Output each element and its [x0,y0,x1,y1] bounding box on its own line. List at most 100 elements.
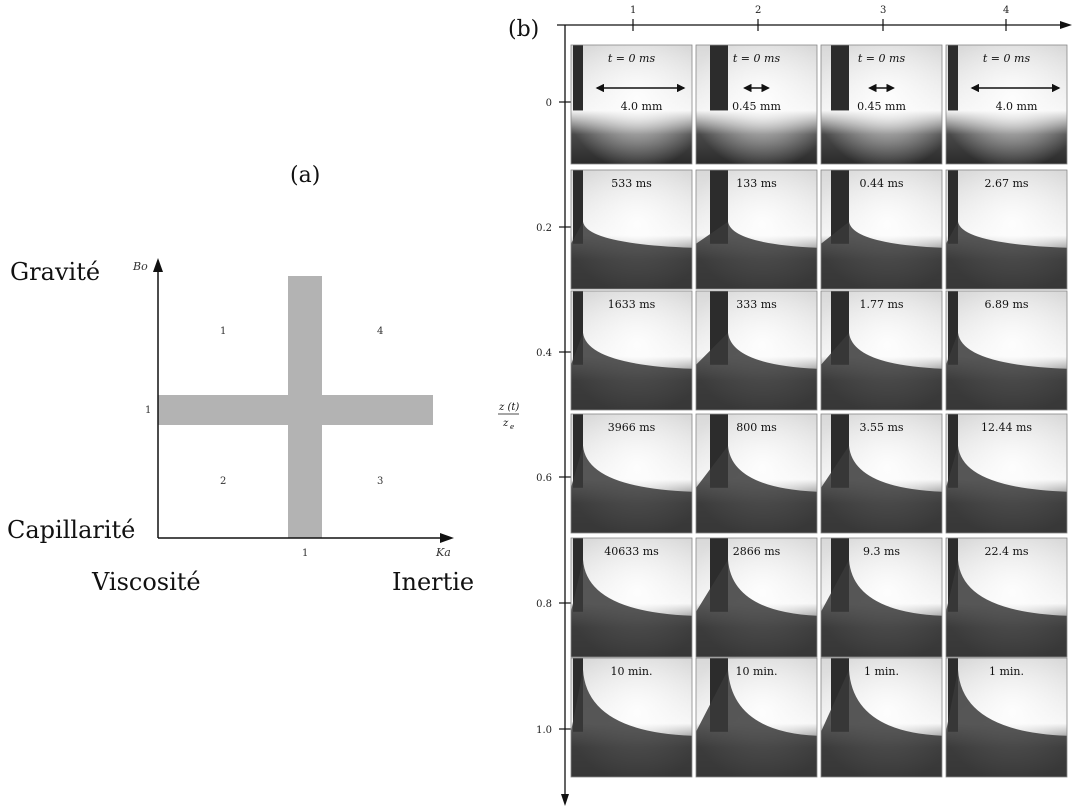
frame-time-label: 800 ms [736,421,777,434]
frame-border [820,169,943,290]
photo-frame: 2.67 ms [945,169,1068,290]
frame-time-label: 3.55 ms [859,421,903,434]
viscosity-label: Viscosité [91,568,201,596]
scale-label: 0.45 mm [732,100,781,113]
meniscus [571,221,692,289]
frame-border [695,169,818,290]
ka-axis-arrow [440,533,454,543]
frame-border [570,537,693,658]
z-axis-label: z (t) z e [498,402,519,431]
frame-time-label: t = 0 ms [858,52,906,65]
bo-tick-label: 1 [145,405,151,416]
meniscus [821,559,942,657]
photo-frame: 533 ms [570,169,693,290]
photo-frame: 333 ms [695,290,818,411]
frame-time-label: 9.3 ms [863,545,900,558]
photo-frame: 12.44 ms [945,413,1068,534]
photo-frame: 10 min. [695,657,818,778]
meniscus [571,332,692,410]
fiber [573,414,583,488]
horizontal-band [158,395,433,425]
meniscus [696,332,817,410]
frame-time-label: 1.77 ms [859,298,903,311]
row-label: 0 [546,98,552,109]
scale-label: 0.45 mm [857,100,906,113]
frame-time-label: 10 min. [735,665,777,678]
fiber [831,45,849,111]
panel-a-label: (a) [290,163,320,188]
meniscus [696,445,817,533]
fiber [948,414,958,488]
photo-frame: 9.3 ms [820,537,943,658]
row-label: 0.2 [536,223,552,234]
frame-border [570,44,693,165]
frame-border [820,290,943,411]
frame-border [695,537,818,658]
capillarity-label: Capillarité [7,516,135,544]
column-label: 1 [630,5,636,16]
meniscus [821,669,942,777]
fiber [948,658,958,732]
photo-frame: 800 ms [695,413,818,534]
fiber [948,538,958,612]
meniscus [821,221,942,289]
meniscus [571,669,692,777]
photo-frame: t = 0 ms4.0 mm [570,44,693,165]
quadrant-1-label: 1 [220,326,226,337]
frame-border [695,413,818,534]
frame-time-label: 1633 ms [608,298,656,311]
frame-border [945,169,1068,290]
frame-time-label: t = 0 ms [733,52,781,65]
meniscus [946,332,1067,410]
quadrant-2-label: 2 [220,476,226,487]
photo-frame: 1633 ms [570,290,693,411]
row-label: 0.4 [536,348,552,359]
frame-time-label: 22.4 ms [984,545,1028,558]
frame-time-label: 1 min. [864,665,899,678]
meniscus [946,221,1067,289]
frame-time-label: 3966 ms [608,421,656,434]
frame-time-label: 2.67 ms [984,177,1028,190]
column-label: 4 [1003,5,1009,16]
frame-border [945,537,1068,658]
left-axis-arrow [561,794,569,806]
fiber [573,291,583,365]
panel-a: (a) Bo Ka 1 1 1 4 2 3 Gravité Capillarit… [7,163,474,596]
meniscus [946,669,1067,777]
photo-frame: 40633 ms [570,537,693,658]
quadrant-4-label: 4 [377,326,383,337]
frame-border [695,44,818,165]
panel-b-label: (b) [508,17,539,42]
fiber [573,45,583,111]
frame-border [945,413,1068,534]
frame-border [570,413,693,534]
fiber [710,45,728,111]
frame-glow [571,45,692,164]
frame-border [820,413,943,534]
photo-frame: 2866 ms [695,537,818,658]
photo-frame: 10 min. [570,657,693,778]
fiber [573,658,583,732]
photo-frame: 1 min. [945,657,1068,778]
frame-time-label: 12.44 ms [981,421,1032,434]
frame-glow [946,45,1067,164]
ka-axis-label: Ka [435,546,451,559]
frame-border [945,290,1068,411]
frame-border [820,537,943,658]
photo-frame: 1.77 ms [820,290,943,411]
photo-frame: 1 min. [820,657,943,778]
row-ticks: 00.20.40.60.81.0 [536,98,571,736]
ka-tick-label: 1 [302,548,308,559]
z-axis-subscript: e [510,423,514,431]
fiber [948,291,958,365]
frame-time-label: t = 0 ms [983,52,1031,65]
z-axis-denominator: z [502,418,509,429]
meniscus [821,332,942,410]
meniscus [571,559,692,657]
quadrant-3-label: 3 [377,476,383,487]
frame-time-label: 333 ms [736,298,777,311]
frame-border [945,44,1068,165]
fiber [573,170,583,244]
